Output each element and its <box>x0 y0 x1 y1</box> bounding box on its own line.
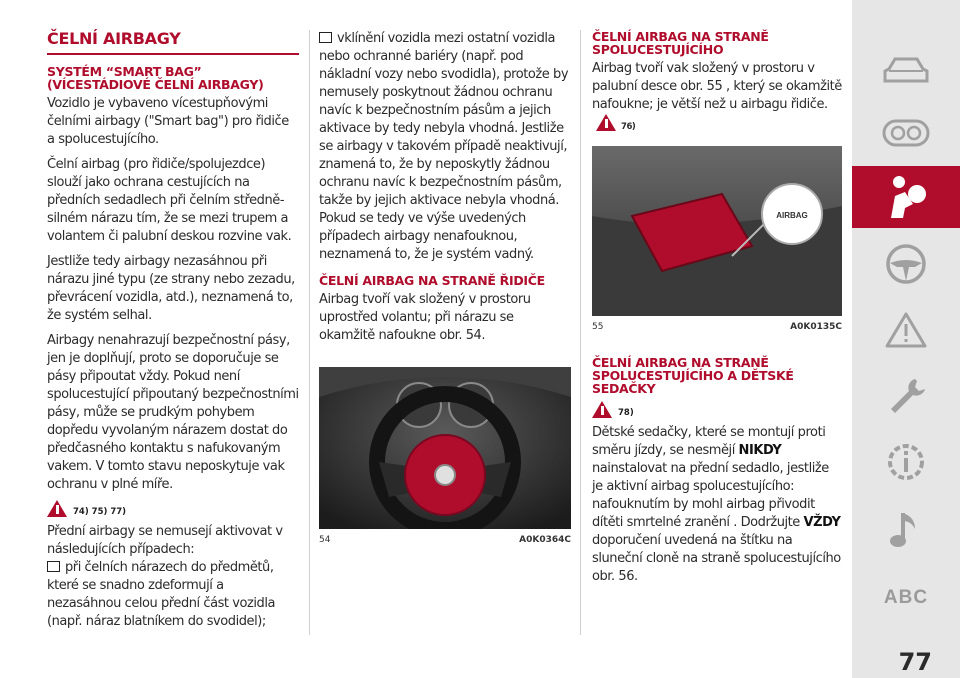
figure-number: 54 <box>319 535 331 545</box>
info-gear-icon[interactable] <box>852 432 960 492</box>
abc-label: ABC <box>883 587 929 608</box>
checkbox-bullet-icon <box>47 561 60 572</box>
title-rule <box>47 53 299 55</box>
warning-refs: 78) <box>592 401 842 418</box>
warning-ref-text: 78) <box>618 408 634 418</box>
warning-ref-text: 74) 75) 77) <box>73 507 127 517</box>
figure-code: A0K0364C <box>519 535 571 545</box>
bullet-item: při čelních nárazech do předmětů, které … <box>47 560 276 629</box>
child-seat-heading: ČELNÍ AIRBAG NA STRANĚ SPOLUCESTUJÍCÍHO … <box>592 355 794 396</box>
page-number: 77 <box>898 648 932 676</box>
column-divider <box>309 30 310 635</box>
paragraph: Airbag tvoří vak složený v prostoru v pa… <box>592 61 842 132</box>
paragraph: Airbagy nenahrazují bezpečnostní pásy, j… <box>47 333 299 492</box>
figure-caption: 54 A0K0364C <box>319 535 571 549</box>
section-title: ČELNÍ AIRBAGY <box>47 29 181 48</box>
car-icon[interactable] <box>852 40 960 100</box>
driver-airbag-heading: ČELNÍ AIRBAG NA STRANĚ ŘIDIČE <box>319 273 545 288</box>
figure-steering-wheel <box>319 367 571 529</box>
warning-icon <box>47 500 67 517</box>
dashboard-icon[interactable] <box>852 103 960 163</box>
wrench-icon[interactable] <box>852 366 960 426</box>
abc-index-button[interactable]: ABC <box>852 568 960 628</box>
figure-dashboard: AIRBAG <box>592 146 842 316</box>
steering-wheel-icon[interactable] <box>852 234 960 294</box>
warning-icon <box>592 401 612 418</box>
warning-refs: 74) 75) 77) <box>47 500 299 517</box>
warning-icon[interactable] <box>852 300 960 360</box>
airbag-safety-icon[interactable] <box>852 166 960 228</box>
paragraph: Airbag tvoří vak složený v prostoru upro… <box>319 292 531 343</box>
column-2: vklínění vozidla mezi ostatní vozidla ne… <box>319 30 571 549</box>
column-3: ČELNÍ AIRBAG NA STRANĚ SPOLUCESTUJÍCÍHO … <box>592 30 842 586</box>
bullet-item: vklínění vozidla mezi ostatní vozidla ne… <box>319 31 569 262</box>
paragraph: Dětské sedačky, které se montují proti s… <box>592 425 841 584</box>
checkbox-bullet-icon <box>319 32 332 43</box>
figure-code: A0K0135C <box>790 322 842 332</box>
paragraph: Čelní airbag (pro řidiče/spolujezdce) sl… <box>47 157 292 244</box>
passenger-airbag-heading: ČELNÍ AIRBAG NA STRANĚ SPOLUCESTUJÍCÍHO <box>592 29 769 57</box>
paragraph: Vozidlo je vybaveno vícestupňovými čelní… <box>47 96 289 147</box>
paragraph: Jestliže tedy airbagy nezasáhnou při nár… <box>47 254 295 323</box>
smart-bag-heading: SYSTÉM “SMART BAG” (VÍCESTÁDIOVÉ ČELNÍ A… <box>47 64 264 92</box>
airbag-label: AIRBAG <box>776 211 808 220</box>
figure-caption: 55 A0K0135C <box>592 322 842 336</box>
figure-number: 55 <box>592 322 604 332</box>
music-note-icon[interactable] <box>852 500 960 560</box>
warning-icon <box>596 114 616 131</box>
chapter-sidebar: ABC 77 <box>852 0 960 678</box>
column-divider <box>580 30 581 635</box>
column-1: ČELNÍ AIRBAGY SYSTÉM “SMART BAG” (VÍCEST… <box>47 30 299 631</box>
paragraph: Přední airbagy se nemusejí aktivovat v n… <box>47 524 283 557</box>
